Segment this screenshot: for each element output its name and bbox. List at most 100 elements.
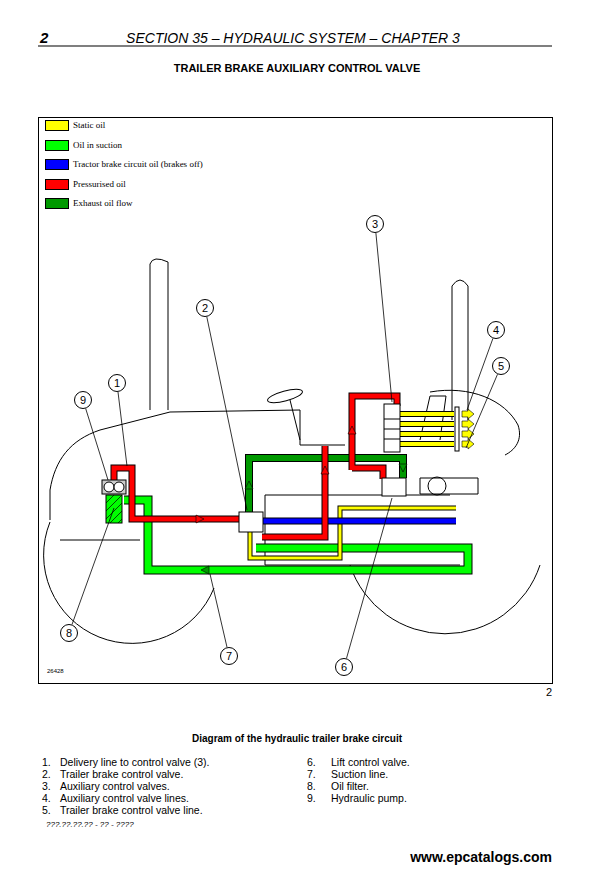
figure-frame [39,118,553,684]
front-axle [60,540,140,541]
leader-line [72,508,114,625]
callout-circle: 8 [60,624,78,642]
callout-number: 7 [226,650,232,662]
section-header: SECTION 35 – HYDRAULIC SYSTEM – CHAPTER … [126,30,460,47]
figure-code-holder: 26428 [47,668,64,675]
cab-post [452,280,468,420]
list-number-holder: 2. [42,768,51,781]
legend-swatch [45,159,69,170]
figure-caption: Diagram of the hydraulic trailer brake c… [192,733,402,745]
leader-line [86,409,108,480]
figure-number: 2 [546,686,552,699]
figure-caption-holder: Diagram of the hydraulic trailer brake c… [192,733,402,745]
list-number: 9. [307,792,316,805]
list-text: Trailer brake control valve line. [60,804,203,817]
section-header-holder: SECTION 35 – HYDRAULIC SYSTEM – CHAPTER … [126,30,460,47]
callout-number: 4 [493,324,499,336]
document-code-holder: ???.??.??.?? - ?? - ???? [46,820,134,830]
legend-text: Tractor brake circuit oil (brakes off) [73,158,203,171]
pressure-line-outline [262,446,325,537]
cab-floor [300,410,345,445]
list-text-holder: Trailer brake control valve. [60,768,183,781]
flow-arrow [201,566,209,574]
document-code: ???.??.??.?? - ?? - ???? [46,820,134,830]
list-number-holder: 3. [42,780,51,793]
page-number-holder: 2 [40,29,48,47]
pump-gear [104,482,114,492]
leader-line [466,374,498,448]
list-text: Trailer brake control valve. [60,768,183,781]
legend-text: Static oil [73,119,105,132]
callout-circle: 4 [487,321,505,339]
legend-text: Exhaust oil flow [73,197,133,210]
aux-couplers [455,407,459,451]
list-text: Oil filter. [331,780,369,793]
aux-valve-stack [384,404,400,452]
leader-line [467,339,493,411]
trailer-brake-valve [239,512,263,532]
tractor-outline [44,259,540,643]
watermark-holder: www.epcatalogs.com [410,849,552,866]
lift-shaft [428,477,446,495]
callout-circle: 6 [335,658,353,676]
list-number: 6. [307,756,316,769]
flow-arrow [321,466,329,474]
legend-text: Pressurised oil [73,178,126,191]
figure-title: TRAILER BRAKE AUXILIARY CONTROL VALVE [174,62,421,75]
list-number-holder: 4. [42,792,51,805]
components [102,404,459,532]
list-text-holder: Auxiliary control valves. [60,780,170,793]
leader-lines [72,233,498,658]
list-text: Hydraulic pump. [331,792,407,805]
list-number-holder: 5. [42,804,51,817]
callout-number: 6 [341,661,347,673]
list-text-holder: Lift control valve. [331,756,410,769]
list-text-holder: Hydraulic pump. [331,792,407,805]
list-text-holder: Suction line. [331,768,388,781]
figure-title-holder: TRAILER BRAKE AUXILIARY CONTROL VALVE [174,62,421,75]
static-line-outline [250,508,456,558]
callout-circle: 7 [220,647,238,665]
flow-arrow [348,426,356,434]
figure-code: 26428 [47,668,64,675]
hood [50,410,300,520]
list-text: Delivery line to control valve (3). [60,756,209,769]
list-text-holder: Oil filter. [331,780,369,793]
leader-line [376,233,392,402]
aux-lines-outline [400,414,454,444]
list-number: 4. [42,792,51,805]
delivery-line-outline [114,468,240,519]
flow-arrow [462,419,474,429]
list-number-holder: 9. [307,792,316,805]
callout-number: 1 [114,377,120,389]
callout-circle: 5 [492,357,510,375]
list-number: 7. [307,768,316,781]
steering-column [290,400,300,440]
static-line [250,508,456,558]
flow-arrow [462,409,474,419]
brake-line [262,519,456,524]
callout-circle: 9 [74,391,92,409]
lift-arm [420,478,478,494]
front-wheel [44,522,214,643]
callout-number: 3 [372,218,378,230]
delivery-line [114,468,240,519]
list-text-holder: Trailer brake control valve line. [60,804,203,817]
leader-line [207,317,247,510]
flow-arrow [196,515,204,523]
legend-text: Oil in suction [73,139,122,152]
leader-line [210,574,227,647]
list-text: Lift control valve. [331,756,410,769]
legend-swatch [45,140,69,151]
steering-wheel [266,387,303,406]
list-number: 2. [42,768,51,781]
list-number-holder: 8. [307,780,316,793]
list-text-holder: Delivery line to control valve (3). [60,756,209,769]
lift-control-valve [382,478,406,496]
oil-lines [114,396,468,570]
legend-swatch [45,120,69,131]
flow-arrows [196,409,474,574]
list-number: 1. [42,756,51,769]
callout-number: 5 [498,360,504,372]
